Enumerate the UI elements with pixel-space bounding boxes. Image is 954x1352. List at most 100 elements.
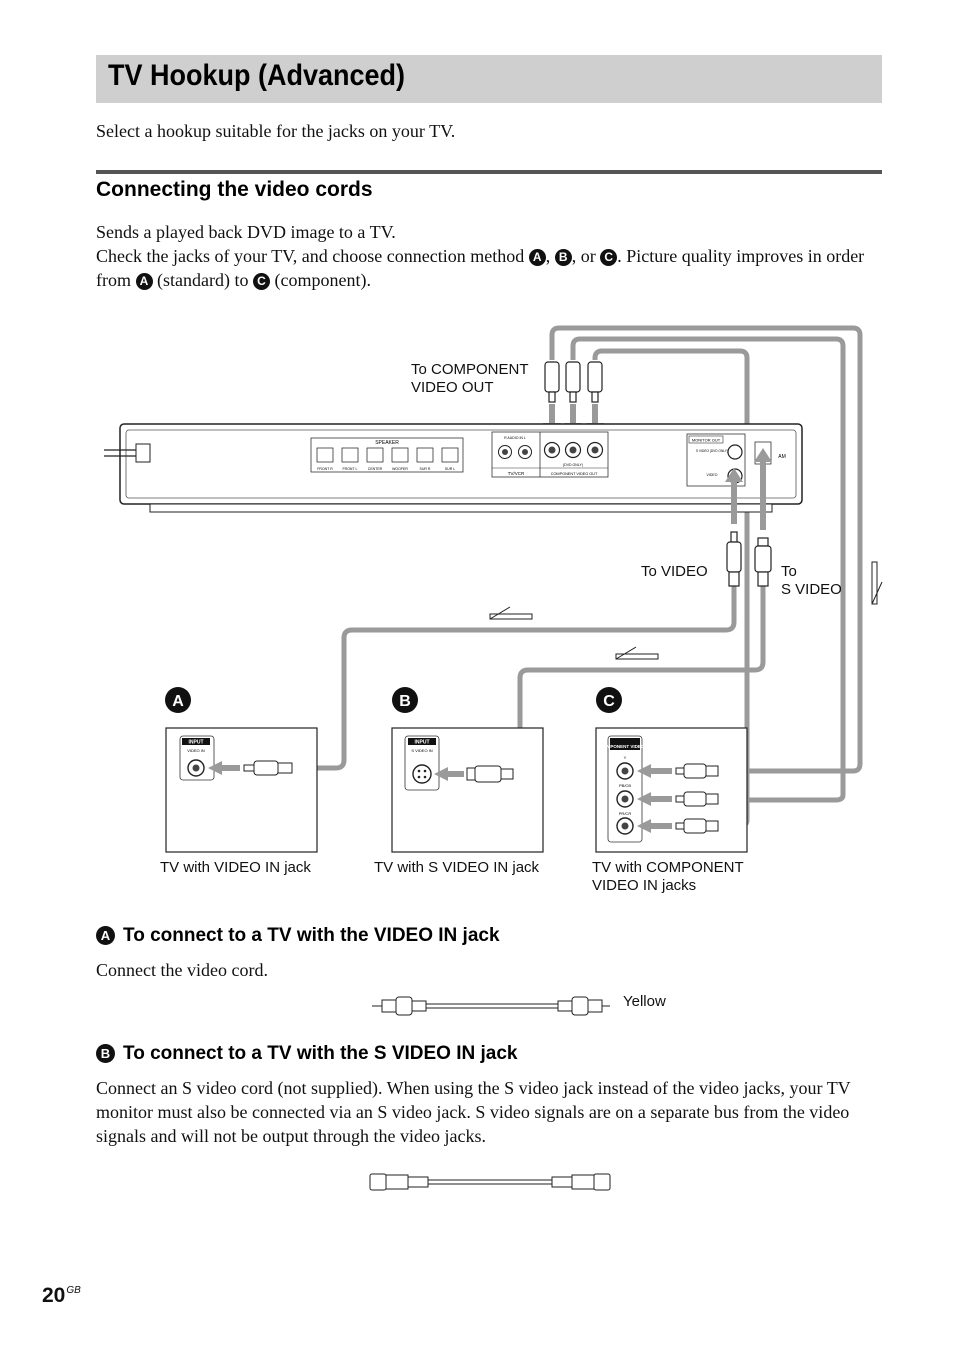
cord-plug-left (395, 996, 413, 1016)
plug-tip (591, 391, 599, 403)
tv-c-caption: TV with COMPONENT VIDEO IN jacks (592, 859, 744, 895)
terminal (366, 447, 384, 463)
description-line-2: Check the jacks of your TV, and choose c… (96, 244, 882, 292)
badge-c-icon (596, 687, 622, 713)
arrow-shaft (760, 458, 766, 530)
cables (292, 325, 863, 829)
cord-collar (411, 1000, 427, 1012)
label-line: VIDEO OUT (411, 379, 494, 396)
jack-core (621, 795, 629, 803)
monitor-out-label: MONITOR OUT (692, 438, 721, 443)
tv-c-plug-pb (683, 791, 707, 807)
cable-y (549, 325, 863, 774)
plug-tip (675, 795, 685, 803)
to-video-label: To VIDEO (641, 563, 708, 580)
plug-tip (548, 391, 556, 403)
page-title: TV Hookup (Advanced) (108, 59, 406, 92)
label-line: TV with COMPONENT (592, 859, 744, 876)
video-plugs (726, 531, 772, 587)
pin (423, 769, 427, 773)
plug-pr (587, 361, 603, 393)
tv-b: INPUT S VIDEO IN (391, 727, 544, 853)
component-video-in-label: COMPONENT VIDEO IN (600, 744, 650, 749)
plug-boot (277, 762, 293, 774)
monitor-out-tag (688, 435, 724, 444)
pin (417, 769, 421, 773)
speaker-block (310, 437, 464, 473)
scord-grip (407, 1176, 429, 1188)
jack-core (621, 822, 629, 830)
title-bar: TV Hookup (Advanced) (96, 55, 882, 103)
label-line: To COMPONENT (411, 361, 529, 378)
terminal (391, 447, 409, 463)
terminal (441, 447, 459, 463)
scord-plug-right (593, 1173, 611, 1191)
video-plug-tip (730, 531, 738, 543)
input-label: INPUT (189, 740, 204, 746)
tv-b-caption: TV with S VIDEO IN jack (374, 859, 540, 876)
power-plug (135, 443, 151, 463)
text-span: (component). (269, 270, 371, 290)
badge-c-text: C (603, 693, 615, 710)
plug-tip (569, 391, 577, 403)
tv-vcr-label: TV/VCR (508, 471, 525, 476)
to-component-label: To COMPONENT VIDEO OUT (411, 361, 529, 397)
plug-boot (500, 768, 514, 780)
section-divider (96, 170, 882, 174)
video-out-label: VIDEO (707, 473, 718, 477)
badge-c-icon: C (252, 273, 270, 290)
badge-c-icon: C (600, 249, 618, 266)
svideo-plug (754, 545, 772, 573)
speaker-label: SPEAKER (375, 440, 399, 446)
section-heading: Connecting the video cords (96, 178, 373, 201)
power-cord (104, 449, 140, 457)
badge-a-icon: A (96, 926, 115, 945)
scord-body (385, 1174, 409, 1190)
signal-arrow-head (489, 606, 511, 620)
plug-tip (243, 764, 255, 772)
audio-in-label: R AUDIO IN L (504, 436, 526, 440)
arrow-head (725, 468, 743, 482)
panel-inner (125, 429, 797, 499)
audio-jack-core (522, 449, 528, 455)
audio-jack-core (502, 449, 508, 455)
front-l-label: FRONT L (343, 467, 358, 471)
tv-c-plug-pr (683, 818, 707, 834)
badge-a-icon (165, 687, 191, 713)
arrow-into-jack (208, 761, 240, 775)
to-s-video-label: To S VIDEO (781, 563, 842, 599)
arrow-shaft (731, 478, 737, 524)
y-label: Y (624, 755, 627, 760)
cord-plug-right (571, 996, 589, 1016)
text-span: (standard) to (152, 270, 253, 290)
page-number-suffix: GB (66, 1285, 81, 1296)
badge-a-icon: A (135, 273, 153, 290)
signal-arrow-head (871, 581, 883, 605)
plug-boot (705, 820, 719, 832)
plug-tip (675, 822, 685, 830)
arrow-shaft (549, 404, 555, 424)
input-tag (182, 738, 210, 745)
signal-arrows (489, 561, 883, 660)
signal-arrow-3 (871, 561, 878, 605)
label-line: S VIDEO (781, 581, 842, 598)
jack-core (548, 446, 556, 454)
plug-boot (705, 793, 719, 805)
plug-y (544, 361, 560, 393)
woofer-label: WOOFER (392, 467, 408, 471)
tv-a-plug (253, 760, 279, 776)
terminal (316, 447, 334, 463)
pb-label: PB/CB (619, 783, 631, 788)
tv-c: COMPONENT VIDEO IN Y PB/CB PR/CR (595, 727, 748, 853)
label-line: VIDEO IN jacks (592, 877, 697, 894)
arrow-shaft (592, 404, 598, 424)
tv-c-plug-y (683, 763, 707, 779)
panel-foot (149, 503, 773, 513)
front-r-label: FRONT R (317, 467, 333, 471)
speaker-terminals (316, 447, 459, 463)
sub-heading-a-text: To connect to a TV with the VIDEO IN jac… (123, 925, 500, 946)
sub-b-text: Connect an S video cord (not supplied). … (96, 1078, 851, 1146)
signal-arrow-1 (489, 613, 533, 620)
badge-b-text: B (399, 693, 411, 710)
cable-pb (570, 336, 846, 803)
